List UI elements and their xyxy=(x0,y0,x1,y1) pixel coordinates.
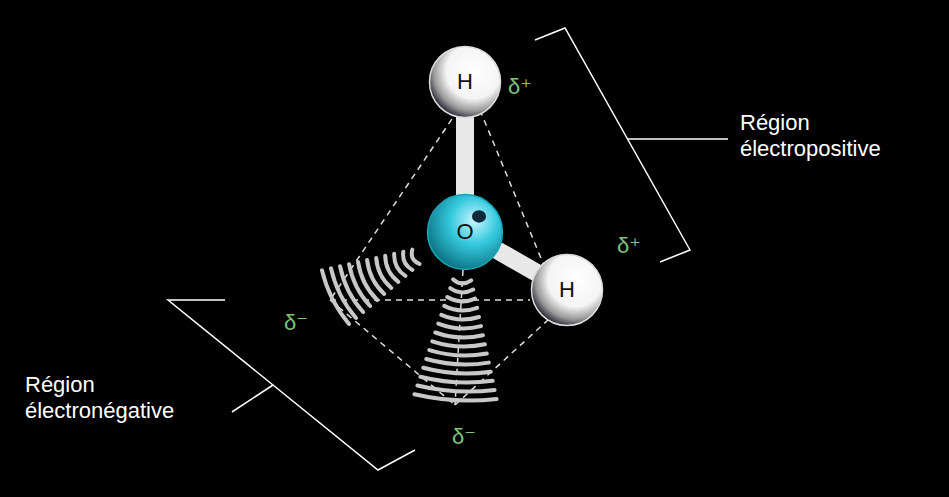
partial-charge: δ⁻ xyxy=(452,424,476,450)
atom-symbol: H xyxy=(457,71,473,93)
electron-cloud xyxy=(322,250,497,401)
atom-symbol: O xyxy=(456,221,473,243)
leader-line xyxy=(232,385,273,412)
partial-charge: δ⁻ xyxy=(284,310,308,336)
oxygen-atom: O xyxy=(426,193,504,271)
atom-symbol: H xyxy=(559,279,575,301)
partial-charge: δ⁺ xyxy=(617,233,641,259)
brackets xyxy=(168,28,728,470)
leader-line xyxy=(628,138,728,140)
hydrogen-atom: H xyxy=(530,253,604,327)
positive-bracket xyxy=(535,28,690,262)
hydrogen-atom: H xyxy=(428,45,502,119)
covalent-bond xyxy=(456,117,474,195)
negative-bracket xyxy=(168,300,415,470)
partial-charge: δ⁺ xyxy=(508,74,532,100)
covalent-bond xyxy=(497,250,536,272)
region-label: Région électropositive xyxy=(740,110,940,163)
region-label: Région électronégative xyxy=(25,372,220,425)
